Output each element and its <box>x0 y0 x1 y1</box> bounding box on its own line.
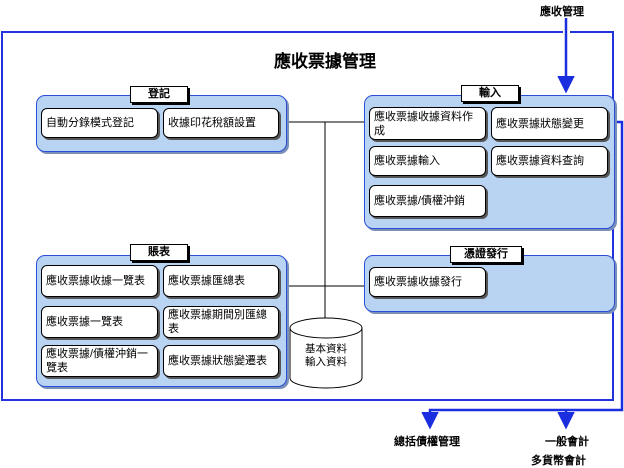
item-receipt-issue[interactable]: 應收票據收據發行 <box>369 267 486 297</box>
item-auto-journal[interactable]: 自動分錄模式登記 <box>41 108 158 138</box>
database-label: 基本資料 輸入資料 <box>290 343 362 369</box>
page-title: 應收票據管理 <box>274 52 376 71</box>
item-receipt-list[interactable]: 應收票據收據一覽表 <box>41 265 158 297</box>
database-line-1: 基本資料 <box>305 343 347 355</box>
outer-frame <box>1 31 614 401</box>
item-receipt-create[interactable]: 應收票據收據資料作成 <box>369 107 486 140</box>
item-status-transition[interactable]: 應收票據狀態變遷表 <box>163 345 279 377</box>
group-voucher-label: 憑證發行 <box>450 246 522 263</box>
external-output-label-1: 總括債權管理 <box>394 436 460 448</box>
item-summary[interactable]: 應收票據匯總表 <box>163 265 279 297</box>
external-input-label: 應收管理 <box>540 6 584 18</box>
item-note-list[interactable]: 應收票據一覽表 <box>41 306 158 338</box>
item-note-offset[interactable]: 應收票據/債權沖銷 <box>369 185 486 217</box>
database-line-2: 輸入資料 <box>305 356 347 368</box>
output-path <box>421 120 624 430</box>
database-cylinder <box>289 317 363 389</box>
group-input-label: 輸入 <box>461 85 519 102</box>
item-note-query[interactable]: 應收票據資料查詢 <box>491 146 608 176</box>
item-period-summary[interactable]: 應收票據期間別匯總表 <box>163 306 279 338</box>
external-output-label-2: 一般會計 <box>545 436 589 448</box>
item-status-change[interactable]: 應收票據狀態變更 <box>491 107 608 140</box>
item-stamp-tax[interactable]: 收據印花稅額設置 <box>163 108 279 138</box>
item-offset-list[interactable]: 應收票據/債權沖銷一覽表 <box>41 345 158 377</box>
external-output-label-3: 多貨幣會計 <box>531 455 586 467</box>
group-register-label: 登記 <box>130 86 188 103</box>
group-ledger-label: 賬表 <box>130 244 188 261</box>
item-note-input[interactable]: 應收票據輸入 <box>369 146 486 176</box>
